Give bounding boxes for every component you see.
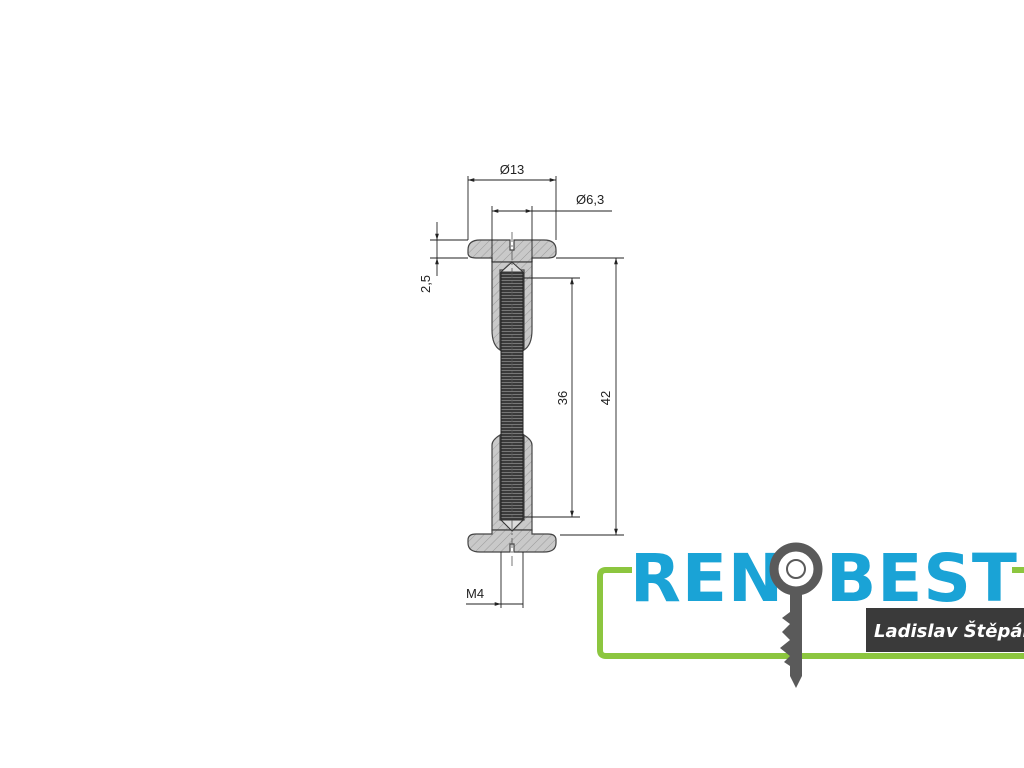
dim-head-diameter: Ø13	[500, 162, 525, 177]
dim-thread-size: M4	[466, 586, 484, 601]
renobest-logo: REN BEST Ladislav Štěpán	[597, 540, 1024, 688]
lower-sleeve	[491, 433, 533, 531]
logo-brand-right: BEST	[826, 540, 1018, 617]
dim-shank-diameter: Ø6,3	[576, 192, 604, 207]
owner-name-box	[866, 608, 1024, 652]
dim-thread-length: 36	[555, 391, 570, 405]
dim-total-length: 42	[598, 391, 613, 405]
connector-screw-section	[467, 232, 557, 566]
key-icon	[769, 542, 823, 688]
logo-green-frame	[597, 567, 1024, 659]
dimension-lines	[430, 176, 624, 608]
owner-name: Ladislav Štěpán	[874, 620, 1024, 642]
dim-head-thickness: 2,5	[418, 275, 433, 293]
upper-sleeve	[491, 261, 533, 352]
logo-brand-left: REN	[630, 540, 784, 617]
